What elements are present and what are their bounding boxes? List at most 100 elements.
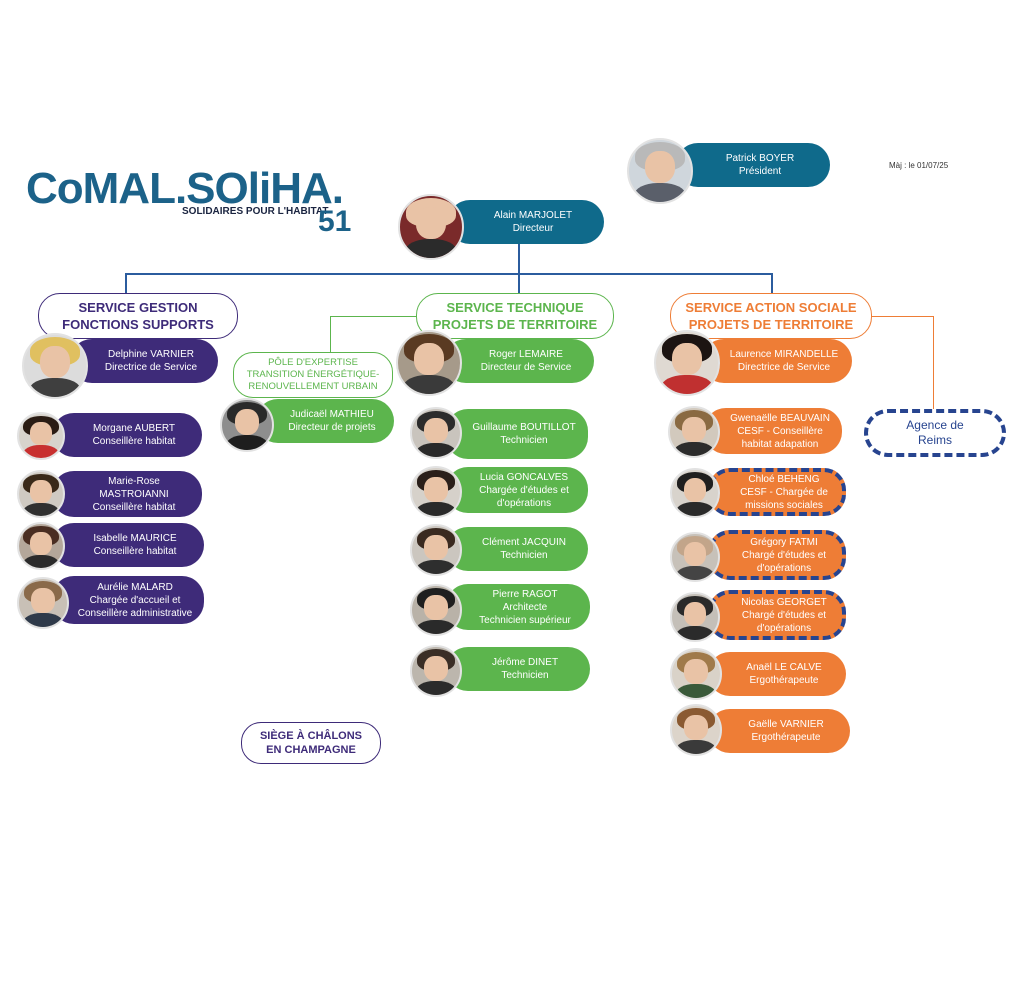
logo-number: 51 — [318, 205, 352, 238]
person-name: Lucia GONCALVES — [479, 471, 569, 483]
person-name: Clément JACQUIN — [482, 537, 566, 548]
header-line: TRANSITION ÉNERGÉTIQUE- — [246, 369, 380, 380]
director-card: Alain MARJOLET Directeur — [448, 200, 604, 244]
person-name: Gwenaëlle BEAUVAIN — [730, 412, 830, 424]
person-photo — [396, 330, 462, 396]
person-role: Architecte — [502, 601, 548, 613]
connector-line — [518, 273, 520, 295]
person-name: Anaël LE CALVE — [746, 662, 822, 673]
person-role: Chargée d'études et — [479, 484, 569, 496]
person-role: Ergothérapeute — [751, 732, 821, 743]
person-card: Clément JACQUIN Technicien — [446, 527, 588, 571]
header-service-technique: SERVICE TECHNIQUE PROJETS DE TERRITOIRE — [416, 293, 614, 339]
connector-line — [933, 316, 934, 412]
header-line: PROJETS DE TERRITOIRE — [688, 317, 854, 332]
person-role: Président — [738, 166, 782, 177]
siege-label: SIÈGE À CHÂLONS EN CHAMPAGNE — [241, 722, 381, 764]
siege-line: SIÈGE À CHÂLONS — [259, 730, 363, 742]
person-photo — [670, 532, 720, 582]
header-line: PROJETS DE TERRITOIRE — [432, 317, 598, 332]
person-photo — [410, 645, 462, 697]
person-photo — [654, 330, 720, 396]
person-name: Marie-Rose — [108, 475, 160, 487]
president-photo — [627, 138, 693, 204]
person-card: Grégory FATMI Chargé d'études et d'opéra… — [708, 530, 846, 580]
person-photo — [17, 470, 65, 518]
logo-main: CoMAL.SOliHA. — [26, 164, 344, 213]
header-pole-expertise: PÔLE D'EXPERTISE TRANSITION ÉNERGÉTIQUE-… — [233, 352, 393, 398]
person-card: Aurélie MALARD Chargée d'accueil et Cons… — [52, 576, 204, 624]
person-role: Chargé d'études et — [741, 549, 827, 561]
person-role: Ergothérapeute — [749, 675, 819, 686]
person-role: Chargée d'accueil et — [89, 594, 181, 606]
person-name: MASTROIANNI — [99, 488, 169, 500]
person-name: Gaëlle VARNIER — [748, 719, 824, 730]
person-name: Pierre RAGOT — [492, 588, 558, 600]
director-photo — [398, 194, 464, 260]
person-card: Gaëlle VARNIER Ergothérapeute — [708, 709, 850, 753]
person-role: Chargé d'études et — [741, 609, 827, 621]
person-name: Judicaël MATHIEU — [290, 409, 374, 420]
person-photo — [668, 406, 720, 458]
person-role: Technicien — [500, 435, 548, 446]
person-card: Pierre RAGOT Architecte Technicien supér… — [446, 584, 590, 630]
person-role: CESF - Chargée de — [740, 486, 828, 498]
person-photo — [220, 398, 274, 452]
header-service-gestion: SERVICE GESTION FONCTIONS SUPPORTS — [38, 293, 238, 339]
person-photo — [17, 412, 65, 460]
header-line: RENOUVELLEMENT URBAIN — [248, 381, 378, 392]
header-line: SERVICE GESTION — [78, 300, 198, 315]
person-photo — [670, 468, 720, 518]
person-role: Directrice de Service — [104, 362, 198, 373]
connector-line — [518, 244, 520, 274]
agence-label: Agence de — [906, 418, 964, 432]
person-card: Guillaume BOUTILLOT Technicien — [446, 409, 588, 459]
person-photo — [670, 648, 722, 700]
connector-line — [330, 316, 331, 354]
person-name: Laurence MIRANDELLE — [729, 349, 839, 360]
person-role: Directeur de Service — [480, 362, 572, 373]
person-name: Nicolas GEORGET — [741, 596, 827, 608]
person-card: Morgane AUBERT Conseillère habitat — [52, 413, 202, 457]
person-card: Jérôme DINET Technicien — [446, 647, 590, 691]
person-card: Roger LEMAIRE Directeur de Service — [444, 339, 594, 383]
person-role: Technicien — [500, 550, 548, 561]
person-name: Alain MARJOLET — [493, 210, 573, 221]
person-role: Technicien — [501, 670, 549, 681]
person-photo — [410, 524, 462, 576]
person-name: Roger LEMAIRE — [489, 349, 563, 360]
person-role: Conseillère habitat — [93, 546, 177, 557]
person-name: Morgane AUBERT — [92, 423, 176, 434]
connector-line — [330, 316, 418, 317]
person-card: Chloé BEHENG CESF - Chargée de missions … — [708, 468, 846, 516]
person-role: d'opérations — [756, 622, 812, 634]
person-role: Conseillère habitat — [92, 436, 176, 447]
connector-line — [125, 273, 127, 295]
person-photo — [22, 333, 88, 399]
connector-line — [872, 316, 934, 317]
person-card: Judicaël MATHIEU Directeur de projets — [256, 399, 394, 443]
person-role: missions sociales — [745, 499, 823, 511]
person-role: d'opérations — [756, 562, 812, 574]
person-name: Delphine VARNIER — [108, 349, 194, 360]
person-card: Gwenaëlle BEAUVAIN CESF - Conseillère ha… — [704, 408, 842, 454]
person-role: Directeur de projets — [288, 422, 376, 433]
person-name: Patrick BOYER — [725, 153, 795, 164]
header-line: SERVICE TECHNIQUE — [446, 300, 584, 315]
person-role: d'opérations — [496, 497, 552, 509]
person-card: Laurence MIRANDELLE Directrice de Servic… — [702, 339, 852, 383]
person-photo — [670, 704, 722, 756]
logo: CoMAL.SOliHA. SOLIDAIRES POUR L'HABITAT … — [26, 164, 351, 246]
person-card: Lucia GONCALVES Chargée d'études et d'op… — [446, 467, 588, 513]
president-card: Patrick BOYER Président — [676, 143, 830, 187]
agence-reims: Agence de Reims — [864, 409, 1006, 457]
header-service-sociale: SERVICE ACTION SOCIALE PROJETS DE TERRIT… — [670, 293, 872, 339]
person-name: Guillaume BOUTILLOT — [472, 422, 576, 433]
person-role: Directrice de Service — [737, 362, 831, 373]
header-line: FONCTIONS SUPPORTS — [62, 317, 214, 332]
person-role: CESF - Conseillère — [737, 425, 823, 437]
update-note: Màj : le 01/07/25 — [889, 161, 949, 170]
person-role: Conseillère administrative — [77, 607, 193, 619]
person-role: Technicien supérieur — [479, 614, 571, 626]
person-card: Nicolas GEORGET Chargé d'études et d'opé… — [708, 590, 846, 640]
